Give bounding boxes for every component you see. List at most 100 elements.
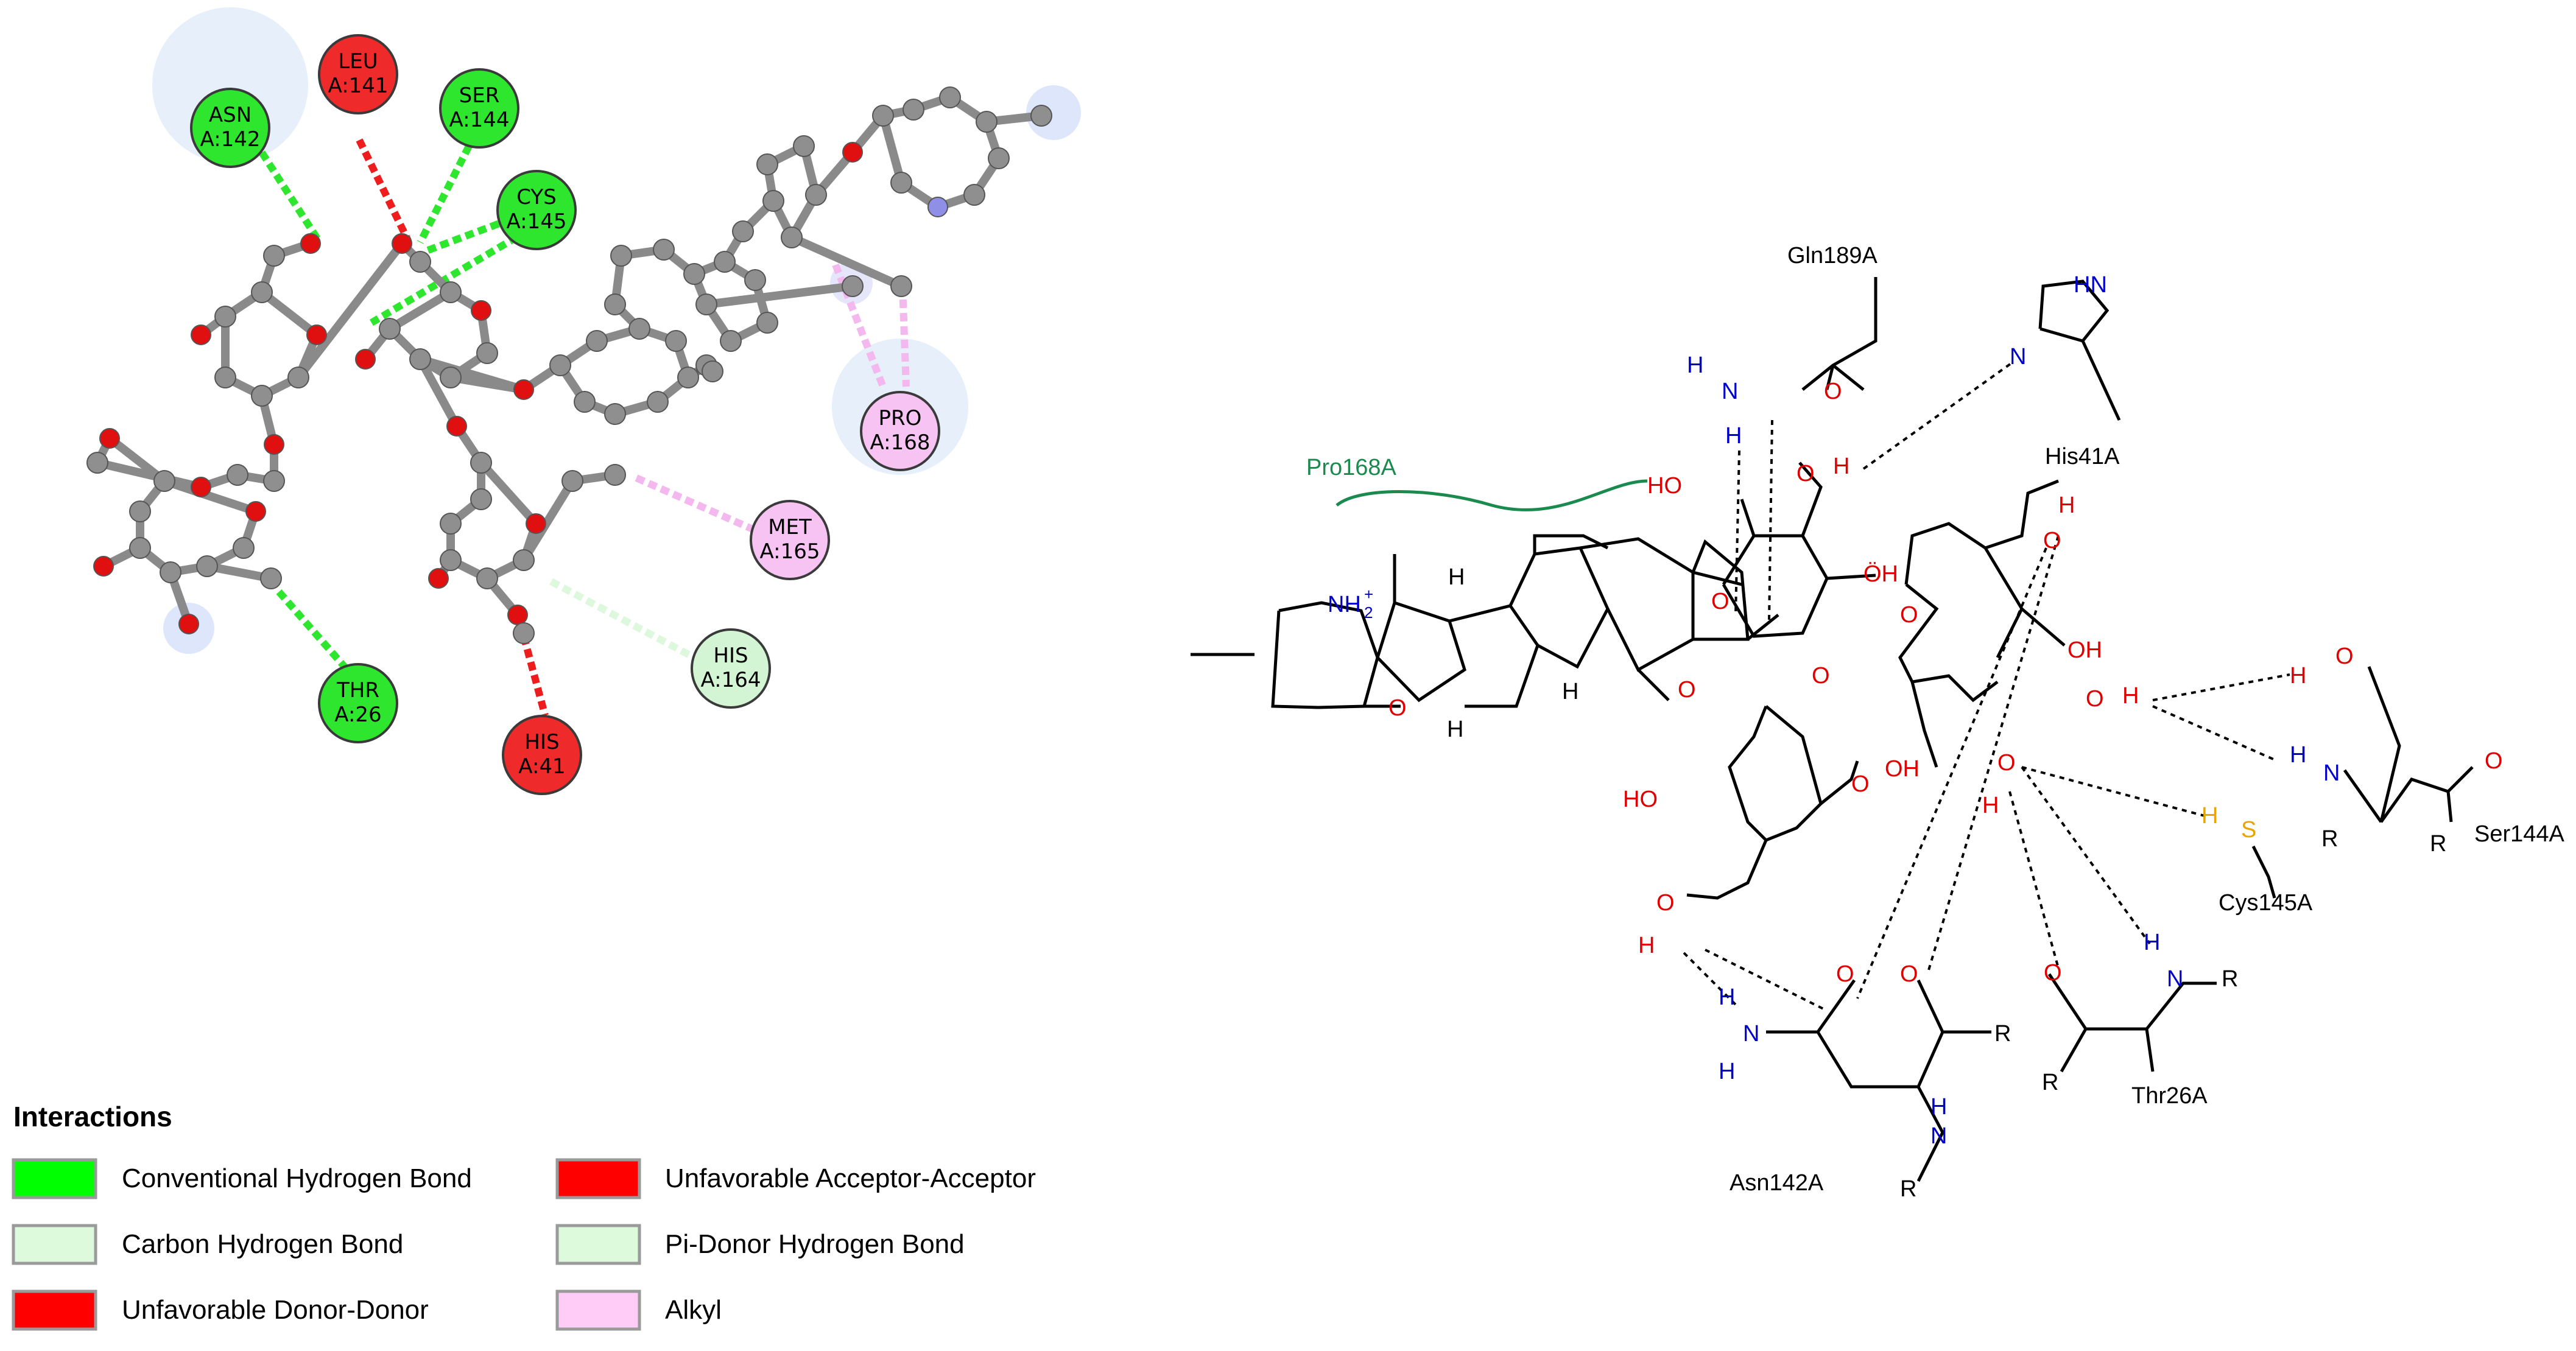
residue-pro168: PRO A:168	[860, 391, 940, 471]
legend-item: Pi-Donor Hydrogen Bond	[555, 1224, 965, 1265]
legend-swatch	[12, 1158, 97, 1199]
residue-his164-name: HIS	[713, 644, 748, 668]
oxygen-atom	[245, 501, 266, 522]
ligand-bond	[294, 239, 406, 382]
carbon-atom	[549, 354, 571, 376]
oxygen-atom	[526, 513, 546, 534]
oxygen-atom	[392, 233, 412, 254]
atom-h: H	[2144, 930, 2160, 955]
carbon-atom	[440, 281, 462, 303]
atom-o: O	[1797, 461, 1815, 486]
residue-his41-id: A:41	[518, 754, 565, 779]
residue-asn142-id: A:142	[200, 127, 260, 152]
residue-pro168-name: PRO	[879, 406, 922, 430]
carbon-atom	[653, 239, 675, 261]
oxygen-atom	[93, 556, 114, 577]
atom-o: O	[1388, 695, 1407, 721]
oxygen-atom	[513, 379, 534, 400]
atom-h: H	[1719, 1059, 1735, 1084]
atom-r: R	[2430, 831, 2446, 857]
atom-n: N	[2010, 344, 2026, 370]
ligand-bond	[477, 458, 540, 528]
carbon-atom	[260, 567, 282, 589]
atom-h: H	[1687, 353, 1703, 378]
carbon-atom	[513, 622, 535, 644]
carbon-atom	[513, 549, 535, 571]
his41-label: His41A	[2045, 444, 2120, 469]
ligand-bond	[93, 458, 205, 491]
asn142-backbone	[1766, 979, 1991, 1182]
ligand-bond	[416, 355, 528, 394]
acceptor-line-leu141	[356, 138, 412, 242]
atom-nh2-sub: 2	[1364, 603, 1373, 622]
asn142-label: Asn142A	[1730, 1170, 1824, 1196]
atom-h: H	[2290, 663, 2306, 689]
alkyl-line-met165	[635, 474, 756, 533]
atom-oh: OH	[1885, 756, 1920, 782]
carbon-atom	[890, 275, 912, 297]
atom-h: H	[2201, 803, 2218, 829]
carbon-atom	[762, 190, 784, 212]
residue-met165: MET A:165	[750, 500, 830, 580]
atom-o: O	[1997, 750, 2016, 776]
right-structure-diagram: Gln189A His41A Pro168A Ser144A Cys145A T…	[1191, 243, 2565, 1202]
legend-label: Unfavorable Donor-Donor	[122, 1295, 429, 1325]
carbon-atom	[604, 464, 626, 486]
atom-h: H	[2058, 493, 2075, 518]
carbon-atom	[470, 488, 492, 510]
legend-item: Alkyl	[555, 1290, 722, 1331]
atom-h: H	[1725, 423, 1742, 449]
carbon-atom	[842, 275, 864, 297]
hbond-line-thr26	[276, 589, 350, 672]
structure-labels: Gln189A His41A Pro168A Ser144A Cys145A T…	[1306, 243, 2565, 1202]
carbon-atom	[440, 367, 462, 388]
atom-ho: HO	[1623, 787, 1658, 812]
residue-leu141-name: LEU	[338, 49, 378, 74]
atom-r: R	[1900, 1176, 1916, 1202]
carbon-atom	[610, 245, 632, 267]
legend: Interactions Conventional Hydrogen Bond …	[12, 1101, 1036, 1331]
carbon-atom	[647, 391, 669, 413]
ligand-bond	[385, 288, 455, 333]
residue-ser144-id: A:144	[449, 108, 509, 132]
carbon-atom	[695, 293, 717, 315]
oxygen-atom	[355, 349, 376, 370]
gln189-sidechain	[1801, 277, 1877, 391]
atom-oh: OH	[2067, 637, 2102, 663]
residue-met165-name: MET	[768, 515, 812, 539]
ligand-bond	[702, 282, 857, 309]
atom-h: H	[1833, 454, 1849, 479]
residue-cys145-name: CYS	[516, 185, 557, 209]
atom-n: N	[1930, 1123, 1947, 1149]
carbon-atom	[379, 318, 401, 340]
carbon-atom	[756, 312, 778, 334]
left-interaction-diagram: ASN A:142 LEU A:141 SER A:144 CYS A:145 …	[86, 7, 1081, 795]
carbon-atom	[604, 403, 626, 425]
oxygen-atom	[178, 614, 199, 634]
carbon-atom	[805, 184, 827, 206]
legend-title: Interactions	[13, 1101, 172, 1132]
atom-o: O	[2044, 960, 2062, 986]
atom-h: H	[2122, 683, 2139, 709]
carbon-atom	[214, 367, 236, 388]
carbon-atom	[756, 153, 778, 175]
hbond-line-ser144	[417, 144, 473, 244]
atom-o: O	[2335, 644, 2354, 669]
atom-h: H	[1982, 793, 1999, 818]
oxygen-atom	[191, 325, 211, 345]
carbon-atom	[153, 470, 175, 492]
carbon-atom	[440, 513, 462, 535]
thr26-label: Thr26A	[2131, 1083, 2208, 1109]
atom-h: H	[1562, 679, 1578, 704]
legend-swatch	[555, 1290, 641, 1331]
piperidine-ring	[1191, 601, 1401, 709]
atom-o: O	[1851, 771, 1870, 797]
oxygen-atom	[191, 477, 211, 497]
carbon-atom	[561, 470, 583, 492]
residue-thr26-name: THR	[336, 678, 379, 703]
residue-his164-id: A:164	[700, 668, 761, 692]
oxygen-atom	[264, 434, 284, 455]
carbon-atom	[409, 348, 431, 370]
carbon-atom	[714, 251, 736, 273]
